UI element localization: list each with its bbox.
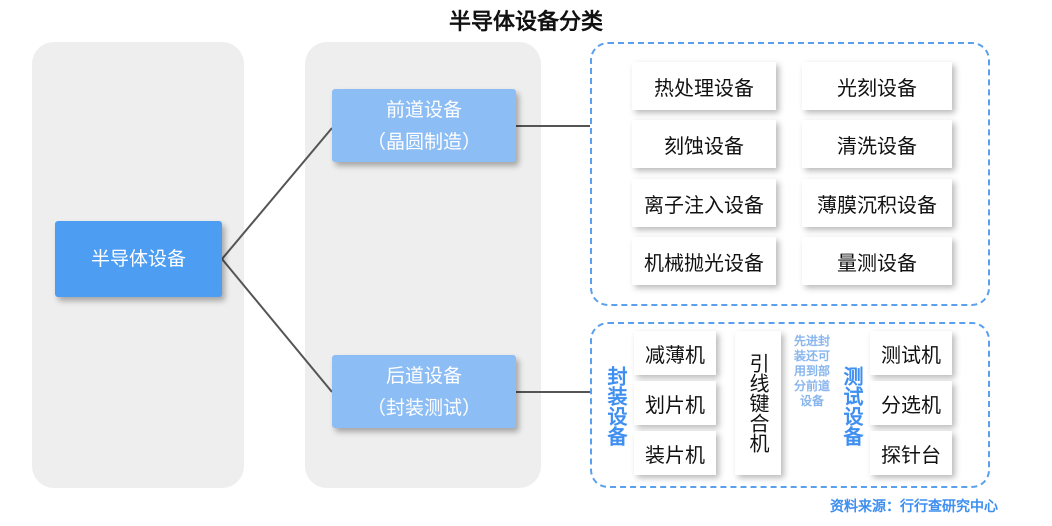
back-end-sublabel: （封装测试） <box>366 396 481 419</box>
wire-bonder-item: 引线键合机 <box>735 331 781 475</box>
connector-root-back <box>221 258 333 393</box>
front-item: 机械抛光设备 <box>632 237 776 285</box>
testing-equipment-label: 测试设备 <box>840 366 864 446</box>
back-end-node: 后道设备 （封装测试） <box>332 355 516 428</box>
packaging-item: 划片机 <box>634 381 716 425</box>
back-end-equipment-group <box>590 322 990 488</box>
front-item: 光刻设备 <box>802 62 952 110</box>
testing-item: 探针台 <box>870 431 952 475</box>
back-end-label: 后道设备 <box>385 364 462 387</box>
packaging-item: 减薄机 <box>634 331 716 375</box>
front-item: 薄膜沉积设备 <box>802 179 952 227</box>
advanced-packaging-note: 先进封装还可用到部分前道设备 <box>793 334 830 408</box>
front-item: 量测设备 <box>802 237 952 285</box>
root-node: 半导体设备 <box>55 221 222 297</box>
packaging-equipment-label: 封装设备 <box>604 366 628 446</box>
front-item: 清洗设备 <box>802 120 952 168</box>
front-end-sublabel: （晶圆制造） <box>366 130 481 153</box>
packaging-item: 装片机 <box>634 431 716 475</box>
front-item: 刻蚀设备 <box>632 120 776 168</box>
front-end-equipment-group <box>590 42 990 306</box>
testing-item: 分选机 <box>870 381 952 425</box>
testing-item: 测试机 <box>870 331 952 375</box>
source-credit: 资料来源：行行查研究中心 <box>830 499 998 515</box>
front-item: 热处理设备 <box>632 62 776 110</box>
front-end-node: 前道设备 （晶圆制造） <box>332 89 516 162</box>
connector-root-front <box>221 127 333 260</box>
front-end-label: 前道设备 <box>385 98 462 121</box>
root-node-label: 半导体设备 <box>90 248 186 270</box>
diagram-title: 半导体设备分类 <box>448 10 603 35</box>
front-item: 离子注入设备 <box>632 179 776 227</box>
